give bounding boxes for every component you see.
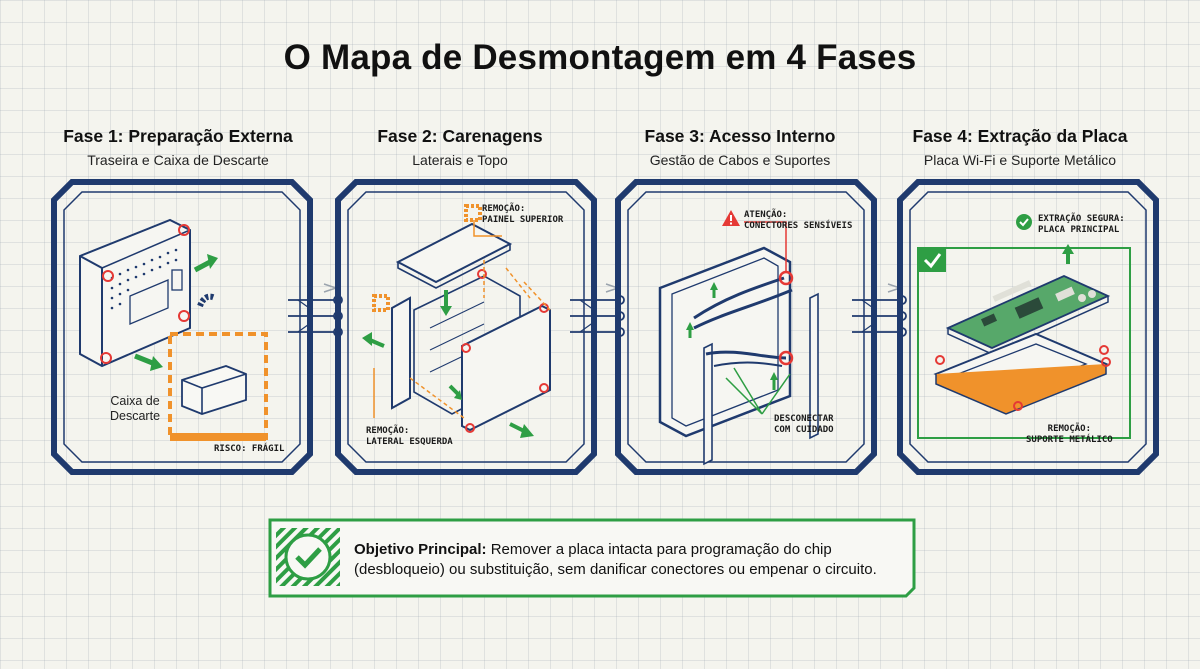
- objective-check-icon: [284, 533, 332, 581]
- phase-3-panel: ATENÇÃO: CONECTORES SENSÍVEIS DESCONECTA…: [614, 178, 878, 476]
- phase-4-illustration: [897, 179, 1159, 475]
- remove-top-panel-label: REMOÇÃO: PAINEL SUPERIOR: [482, 204, 564, 225]
- phase-1-header: Fase 1: Preparação Externa Traseira e Ca…: [38, 126, 318, 168]
- objective-box: Objetivo Principal: Remover a placa inta…: [268, 518, 918, 598]
- phase-2-panel: REMOÇÃO: PAINEL SUPERIOR REMOÇÃO: LATERA…: [334, 178, 598, 476]
- phase-4-panel: EXTRAÇÃO SEGURA: PLACA PRINCIPAL REMOÇÃO…: [896, 178, 1160, 476]
- phase-1-subtitle: Traseira e Caixa de Descarte: [87, 152, 269, 168]
- disconnect-carefully-label: DESCONECTAR COM CUIDADO: [774, 414, 834, 435]
- phase-2-illustration: [335, 179, 597, 475]
- objective-label: Objetivo Principal:: [354, 541, 487, 558]
- warning-triangle-icon: [722, 210, 740, 226]
- phase-2-subtitle: Laterais e Topo: [412, 152, 508, 168]
- phase-4-header: Fase 4: Extração da Placa Placa Wi-Fi e …: [880, 126, 1160, 168]
- objective-text: Objetivo Principal: Remover a placa inta…: [354, 540, 914, 580]
- phase-1-panel: Caixa de Descarte RISCO: FRÁGIL: [50, 178, 314, 476]
- phase-2-header: Fase 2: Carenagens Laterais e Topo: [320, 126, 600, 168]
- remove-metal-bracket-label: REMOÇÃO: SUPORTE METÁLICO: [1026, 424, 1113, 445]
- phase-1-illustration: [51, 179, 313, 475]
- check-badge-icon: [923, 253, 942, 269]
- phase-3-illustration: [615, 179, 877, 475]
- objective-description: Remover a placa intacta para programação…: [354, 541, 877, 578]
- risk-fragile-label: RISCO: FRÁGIL: [214, 444, 285, 454]
- phase-4-title: Fase 4: Extração da Placa: [912, 126, 1128, 146]
- phase-1-title: Fase 1: Preparação Externa: [63, 126, 293, 146]
- phase-3-header: Fase 3: Acesso Interno Gestão de Cabos e…: [600, 126, 880, 168]
- discard-box-icon: [181, 365, 247, 415]
- remove-left-side-label: REMOÇÃO: LATERAL ESQUERDA: [366, 426, 453, 447]
- router-isometric-icon: [79, 218, 191, 368]
- phase-3-title: Fase 3: Acesso Interno: [644, 126, 836, 146]
- page-title: O Mapa de Desmontagem em 4 Fases: [283, 38, 917, 77]
- discard-box-label: Caixa de Descarte: [110, 394, 161, 423]
- phase-3-subtitle: Gestão de Cabos e Suportes: [649, 152, 831, 168]
- phase-2-title: Fase 2: Carenagens: [377, 126, 543, 146]
- attention-sensitive-connectors-label: ATENÇÃO: CONECTORES SENSÍVEIS: [744, 210, 853, 231]
- safe-extraction-check-icon: [1016, 214, 1032, 230]
- safe-extraction-label: EXTRAÇÃO SEGURA: PLACA PRINCIPAL: [1038, 214, 1125, 235]
- phase-4-subtitle: Placa Wi-Fi e Suporte Metálico: [923, 152, 1117, 168]
